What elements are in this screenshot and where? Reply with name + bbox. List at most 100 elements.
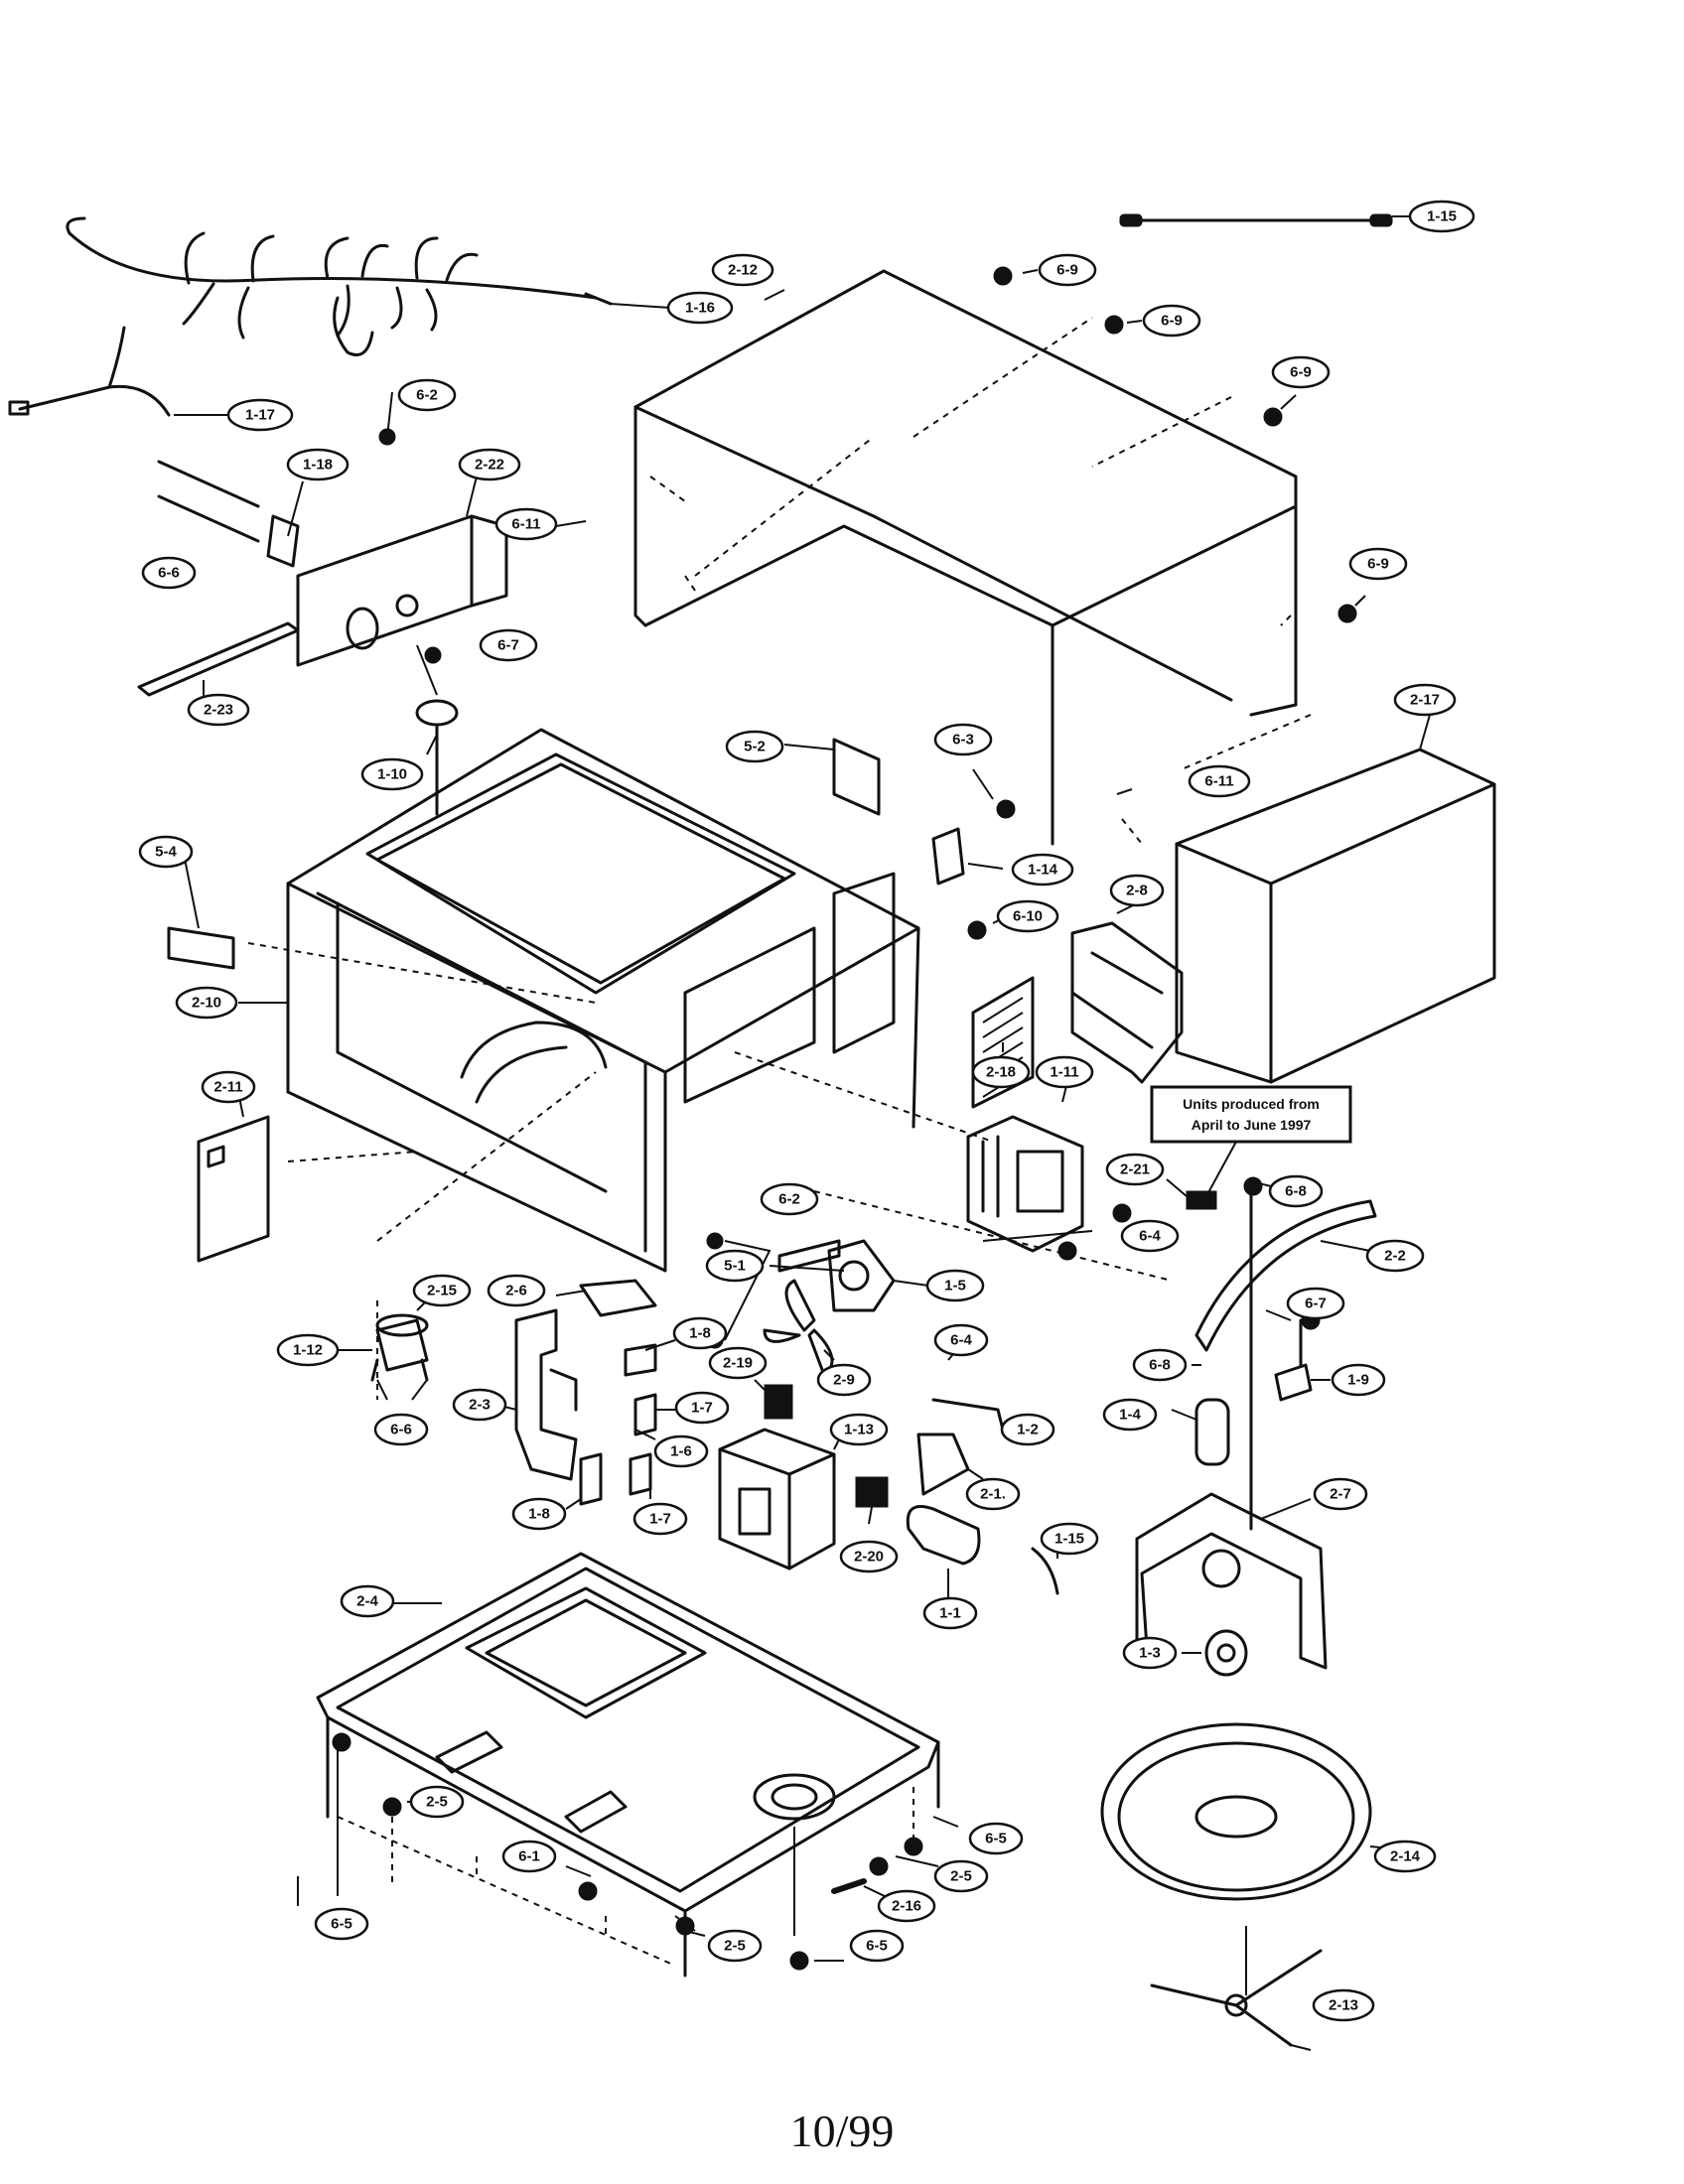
- svg-text:1-10: 1-10: [377, 766, 407, 783]
- callout-tag: 2-21: [1105, 1153, 1165, 1186]
- callout-tag: 1-11: [1035, 1055, 1094, 1089]
- callout-tag: 6-7: [479, 628, 538, 662]
- svg-text:2-19: 2-19: [723, 1355, 753, 1372]
- callout-tag: 2-10: [175, 986, 238, 1020]
- svg-text:1-14: 1-14: [1028, 862, 1058, 879]
- svg-text:1-7: 1-7: [691, 1400, 713, 1417]
- callout-tag: 6-9: [1348, 547, 1408, 581]
- hv-diode: [931, 1398, 1005, 1432]
- svg-text:2-23: 2-23: [204, 702, 233, 719]
- svg-text:1-9: 1-9: [1347, 1372, 1369, 1389]
- callout-tag: 6-2: [397, 378, 457, 412]
- svg-text:2-4: 2-4: [356, 1593, 378, 1610]
- callout-tags: 1-15 1-16 2-12 6-9 6-9 6-9 6-9 1-17 6-2 …: [138, 200, 1475, 2022]
- svg-text:6-5: 6-5: [331, 1916, 352, 1933]
- callout-tag: 6-11: [1188, 764, 1251, 798]
- roller-support: [1150, 1949, 1323, 2047]
- svg-text:1-8: 1-8: [528, 1506, 550, 1523]
- door-latch: [579, 1279, 657, 1317]
- cavity-guides: [247, 942, 1173, 1400]
- svg-text:1-5: 1-5: [944, 1278, 966, 1295]
- svg-text:2-22: 2-22: [475, 457, 504, 474]
- latch-arm: [1194, 1199, 1377, 1352]
- svg-text:1-3: 1-3: [1139, 1645, 1161, 1662]
- note-line-1: Units produced from: [1183, 1096, 1320, 1112]
- callout-tag: 6-7: [1286, 1287, 1345, 1320]
- insulation-strip: [137, 621, 300, 697]
- svg-text:2-2: 2-2: [1384, 1248, 1406, 1265]
- svg-text:1-8: 1-8: [689, 1325, 711, 1342]
- svg-text:1-2: 1-2: [1017, 1422, 1039, 1438]
- callout-tag: 6-8: [1132, 1348, 1188, 1382]
- svg-text:2-7: 2-7: [1330, 1486, 1351, 1503]
- callout-tag: 2-7: [1313, 1477, 1368, 1511]
- svg-text:2-11: 2-11: [213, 1079, 242, 1096]
- svg-text:2-12: 2-12: [728, 262, 758, 279]
- svg-text:1-15: 1-15: [1054, 1531, 1084, 1548]
- callout-tag: 1-10: [360, 757, 424, 791]
- small-connector: [1186, 1190, 1217, 1210]
- callout-tag: 1-6: [653, 1434, 709, 1468]
- callout-tag: 6-1: [501, 1840, 557, 1873]
- callout-tag: 2-3: [452, 1388, 507, 1422]
- callout-tag: 2-12: [711, 253, 774, 287]
- svg-text:6-1: 6-1: [518, 1848, 540, 1865]
- control-bracket: [296, 514, 508, 667]
- svg-text:2-17: 2-17: [1410, 692, 1440, 709]
- callout-tag: 1-1: [922, 1596, 978, 1630]
- callout-tag: 2-16: [877, 1889, 936, 1923]
- capacitor-bracket: [916, 1433, 970, 1496]
- thermostat: [415, 699, 459, 816]
- callout-tag: 6-6: [141, 556, 197, 590]
- svg-text:1-1: 1-1: [939, 1605, 961, 1622]
- callout-tag: 1-8: [511, 1497, 567, 1531]
- callout-tag: 6-6: [373, 1413, 429, 1446]
- note-line-2: April to June 1997: [1192, 1117, 1312, 1133]
- callout-tag: 2-5: [933, 1859, 989, 1893]
- callout-tag: 2-17: [1393, 683, 1457, 717]
- svg-text:1-4: 1-4: [1119, 1407, 1141, 1424]
- outer-case: [633, 269, 1298, 846]
- turntable-glass: [1100, 1722, 1372, 1901]
- interlock-switch: [931, 827, 965, 886]
- callout-tag: 2-9: [816, 1363, 872, 1397]
- svg-text:6-4: 6-4: [1139, 1228, 1161, 1245]
- callout-tag: 6-9: [1142, 304, 1201, 338]
- back-cover: [1175, 748, 1496, 1084]
- svg-text:1-12: 1-12: [293, 1342, 323, 1359]
- leader-lines: [174, 215, 1431, 2051]
- callout-tag: 2-23: [187, 693, 250, 727]
- screw-shafts: [297, 1827, 795, 1936]
- svg-text:2-5: 2-5: [724, 1938, 746, 1955]
- page-number: 10/99: [789, 2106, 895, 2156]
- svg-text:6-8: 6-8: [1285, 1183, 1307, 1200]
- callout-tag: 5-1: [705, 1249, 765, 1283]
- svg-text:1-17: 1-17: [245, 407, 275, 424]
- svg-text:6-11: 6-11: [1204, 773, 1233, 790]
- svg-text:6-2: 6-2: [416, 387, 438, 404]
- micro-switches: [579, 1343, 657, 1506]
- svg-text:6-9: 6-9: [1056, 262, 1078, 279]
- svg-text:2-13: 2-13: [1329, 1997, 1358, 2014]
- callout-tag: 1-8: [672, 1316, 728, 1350]
- callout-tag: 2-1.: [965, 1477, 1021, 1511]
- svg-text:2-10: 2-10: [192, 995, 221, 1012]
- callout-tag: 2-4: [340, 1584, 395, 1618]
- callout-tag: 6-9: [1038, 253, 1097, 287]
- callout-tag: 1-15: [1408, 200, 1475, 233]
- callout-tag: 2-11: [201, 1070, 256, 1104]
- callout-tag: 2-5: [707, 1929, 763, 1963]
- svg-text:6-10: 6-10: [1013, 908, 1043, 925]
- small-strip: [831, 1878, 867, 1894]
- callout-tag: 1-14: [1011, 853, 1074, 887]
- svg-text:2-16: 2-16: [892, 1898, 921, 1915]
- callout-tag: 1-18: [286, 448, 350, 481]
- callout-tag: 1-7: [674, 1391, 730, 1425]
- svg-text:2-8: 2-8: [1126, 883, 1148, 899]
- callout-tag: 6-8: [1268, 1174, 1324, 1208]
- monitor-switch: [1274, 1318, 1313, 1402]
- turntable-motor: [370, 1313, 429, 1382]
- svg-text:6-3: 6-3: [952, 732, 974, 749]
- door-bracket: [514, 1308, 578, 1481]
- svg-text:2-6: 2-6: [505, 1283, 527, 1299]
